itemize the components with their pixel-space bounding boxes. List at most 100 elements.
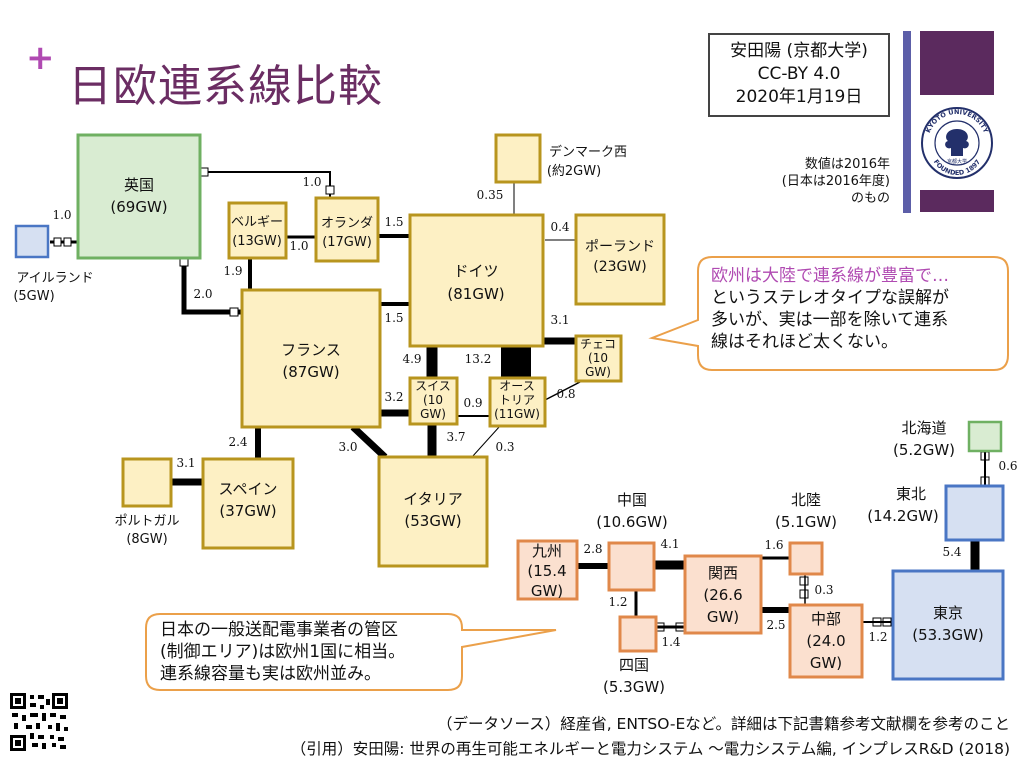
footer-citation: （引用）安田陽: 世界の再生可能エネルギーと電力システム 〜電力システム編, イ…: [290, 740, 1010, 758]
value-shikoku-kansai: 1.4: [661, 635, 680, 649]
label-shikoku-name: 四国: [619, 656, 649, 674]
label-chubu-name: 中部: [811, 610, 841, 628]
europe-links: [50, 171, 581, 486]
label-italy-cap: (53GW): [404, 512, 461, 530]
region-tokyo: [891, 569, 1005, 681]
label-chugoku-cap: (10.6GW): [596, 513, 668, 531]
japan-links: [577, 451, 986, 629]
region-czech: [574, 334, 623, 383]
value-tohoku-tokyo: 5.4: [942, 545, 961, 559]
label-swiss-name: スイス: [415, 379, 451, 393]
label-poland-cap: (23GW): [593, 259, 646, 275]
label-czech-cap2: GW): [585, 365, 611, 379]
label-hokkaido-name: 北海道: [901, 419, 946, 437]
value-france-germany: 1.5: [384, 311, 403, 325]
value-netherlands-germany: 1.5: [384, 215, 403, 229]
region-uk: [76, 133, 202, 260]
value-chugoku-shikoku: 1.2: [608, 595, 627, 609]
region-spain: [201, 457, 295, 550]
label-hokuriku-name: 北陸: [791, 491, 821, 509]
region-chugoku: [607, 541, 656, 592]
region-france: [240, 288, 382, 429]
label-czech-name: チェコ: [580, 337, 616, 351]
value-spain-portugal: 3.1: [176, 456, 195, 470]
link-uk-france: [181, 258, 242, 315]
slide-title: 日欧連系線比較: [68, 61, 383, 112]
label-belgium-name: ベルギー: [231, 215, 283, 230]
label-portugal-name: ポルトガル: [114, 514, 179, 529]
accent-bar-top: [920, 31, 994, 95]
note-line-1: 数値は2016年: [804, 157, 890, 172]
data-year-note: 数値は2016年 (日本は2016年度) のもの: [760, 156, 890, 207]
accent-bar-bottom: [920, 190, 994, 212]
credit-license: CC-BY 4.0: [757, 64, 841, 84]
europe-link-values: 1.0 1.0 2.0 1.0 1.9 1.5 0.35 0.4 1.5 3.1…: [52, 175, 575, 470]
label-swiss-cap2: GW): [420, 407, 446, 421]
callout-japan-bubble: [145, 613, 557, 691]
value-france-spain: 2.4: [228, 435, 247, 449]
europe-region-labels: 英国 (69GW) アイルランド (5GW) ベルギー (13GW) オランダ …: [13, 144, 655, 547]
label-kansai-cap2: GW): [707, 608, 739, 626]
label-denmark-name: デンマーク西: [549, 144, 627, 160]
label-shikoku-cap: (5.3GW): [603, 678, 665, 696]
label-czech-cap: (10: [588, 351, 608, 365]
japan-region-labels: 北海道 (5.2GW) 東北 (14.2GW) 東京 (53.3GW) 中部 (…: [527, 419, 983, 696]
value-tokyo-chubu: 1.2: [868, 630, 887, 644]
label-uk-cap: (69GW): [110, 198, 167, 216]
callout-europe-line-4: 線はそれほど太くない。: [711, 332, 898, 352]
label-kyushu-cap2: GW): [531, 582, 563, 600]
value-kyushu-chugoku: 2.8: [583, 542, 602, 556]
label-portugal-cap: (8GW): [126, 532, 167, 547]
value-czech-austria: 0.8: [556, 387, 575, 401]
region-germany: [408, 213, 545, 348]
callout-europe-line-1: 欧州は大陸で連系線が豊富で…: [711, 266, 949, 286]
logo-center-text: 京都大学: [947, 158, 967, 165]
label-kyushu-cap: (15.4: [527, 562, 566, 580]
label-swiss-cap: (10: [423, 393, 443, 407]
value-swiss-austria: 0.9: [463, 396, 482, 410]
callout-japan-text: 日本の一般送配電事業者の管区 (制御エリア)は欧州1国に相当。 連系線容量も実は…: [160, 619, 460, 685]
label-ireland-cap: (5GW): [13, 289, 54, 304]
label-italy-name: イタリア: [403, 490, 462, 508]
label-ireland-name: アイルランド: [16, 271, 93, 286]
region-hokuriku: [788, 541, 824, 576]
label-uk-name: 英国: [124, 176, 154, 194]
label-tokyo-name: 東京: [933, 604, 963, 622]
value-germany-swiss: 4.9: [402, 352, 421, 366]
region-tohoku: [944, 484, 1005, 542]
europe-regions: [14, 133, 666, 568]
value-uk-netherlands: 1.0: [302, 175, 321, 189]
region-hokkaido: [967, 420, 1003, 453]
qr-code-icon: [10, 693, 68, 751]
label-netherlands-cap: (17GW): [322, 235, 372, 250]
footer-source: （データソース）経産省, ENTSO-Eなど。詳細は下記書籍参考文献欄を参考のこ…: [436, 715, 1010, 733]
label-tohoku-name: 東北: [896, 485, 926, 503]
label-germany-name: ドイツ: [453, 262, 498, 280]
region-poland: [574, 213, 666, 306]
region-netherlands: [314, 196, 380, 263]
credit-date: 2020年1月19日: [735, 87, 863, 107]
label-chubu-cap: (24.0: [806, 632, 845, 650]
value-germany-austria: 13.2: [465, 352, 492, 366]
label-netherlands-name: オランダ: [321, 216, 373, 231]
callout-japan-line-1: 日本の一般送配電事業者の管区: [160, 620, 398, 640]
label-chugoku-name: 中国: [617, 491, 647, 509]
credit-box: 安田陽 (京都大学) CC-BY 4.0 2020年1月19日: [708, 33, 890, 117]
region-kyushu: [516, 539, 579, 601]
label-austria-name: オース: [499, 379, 534, 393]
callout-japan-line-3: 連系線容量も実は欧州並み。: [160, 664, 381, 684]
value-kansai-chubu: 2.5: [766, 618, 785, 632]
japan-regions: [516, 420, 1005, 681]
callout-japan-line-2: (制御エリア)は欧州1国に相当。: [160, 642, 406, 662]
label-chubu-cap2: GW): [810, 654, 842, 672]
region-kansai: [683, 554, 763, 635]
link-czech-austria: [544, 381, 581, 401]
region-chubu: [788, 603, 864, 679]
label-denmark-cap: (約2GW): [547, 164, 601, 179]
label-austria-name2: トリア: [499, 393, 535, 407]
label-kyushu-name: 九州: [532, 542, 562, 560]
value-belgium-france: 1.9: [223, 264, 242, 278]
note-line-3: のもの: [850, 191, 890, 206]
